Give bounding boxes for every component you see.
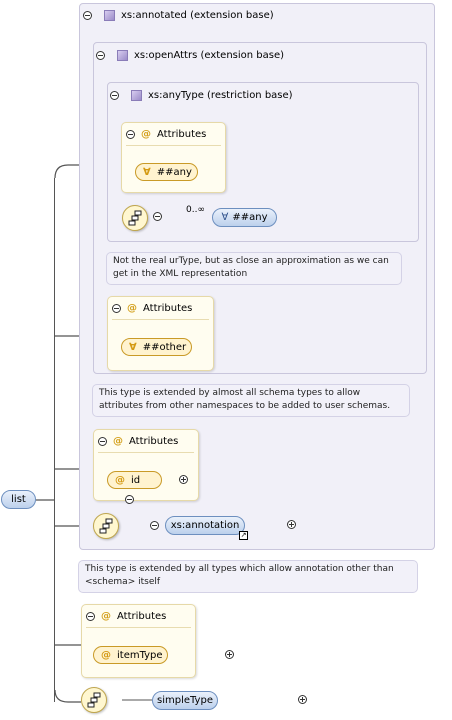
- attribute-icon: @: [101, 611, 111, 622]
- other-attribute[interactable]: ∀ ##other: [121, 338, 192, 356]
- attributes-label: Attributes: [129, 436, 179, 447]
- complex-type-icon: [104, 10, 115, 21]
- annotated-header: xs:annotated (extension base): [83, 10, 274, 21]
- annotation-element[interactable]: xs:annotation: [165, 516, 245, 535]
- itemType-attribute-icon: @: [101, 649, 111, 661]
- complex-type-icon: [117, 50, 128, 61]
- itemType-attribute[interactable]: @ itemType: [93, 646, 168, 664]
- occurrence-label: 0..∞: [186, 205, 205, 215]
- annotated-attributes-group: @ Attributes: [93, 429, 199, 501]
- collapse-icon[interactable]: [98, 437, 107, 446]
- list-attributes-group: @ Attributes: [81, 604, 196, 678]
- expand-icon[interactable]: [224, 650, 234, 659]
- any-element[interactable]: ∀ ##any: [212, 208, 277, 227]
- divider: [98, 452, 194, 453]
- anyType-attributes-group: @ Attributes: [121, 122, 226, 193]
- any-attribute[interactable]: ∀ ##any: [135, 163, 198, 181]
- any-attribute-icon: ∀: [143, 166, 151, 178]
- sequence-glyph: [87, 692, 101, 708]
- anyType-header: xs:anyType (restriction base): [110, 90, 293, 101]
- other-attribute-label: ##other: [142, 341, 187, 353]
- expand-icon[interactable]: [298, 695, 308, 704]
- expand-icon[interactable]: [286, 520, 296, 529]
- collapse-icon[interactable]: [110, 91, 119, 100]
- id-attribute[interactable]: @ id: [107, 471, 162, 489]
- expand-icon[interactable]: [179, 475, 189, 484]
- divider: [112, 319, 209, 320]
- annotated-label: xs:annotated (extension base): [121, 10, 274, 21]
- id-attribute-label: id: [131, 474, 141, 486]
- collapse-icon[interactable]: [126, 130, 135, 139]
- any-attribute-label: ##any: [156, 166, 192, 178]
- list-element[interactable]: list: [1, 490, 36, 509]
- simpleType-element[interactable]: simpleType: [152, 691, 218, 710]
- sequence-glyph: [99, 518, 113, 534]
- collapse-icon[interactable]: [153, 212, 162, 221]
- anyType-note: Not the real urType, but as close an app…: [106, 252, 402, 285]
- attribute-icon: @: [141, 129, 151, 140]
- id-attribute-icon: @: [115, 474, 125, 486]
- divider: [86, 627, 191, 628]
- anyType-label: xs:anyType (restriction base): [148, 90, 293, 101]
- connector-trunk: [54, 178, 55, 702]
- collapse-icon[interactable]: [96, 51, 105, 60]
- openAttrs-label: xs:openAttrs (extension base): [134, 50, 285, 61]
- complex-type-icon: [131, 90, 142, 101]
- openAttrs-header: xs:openAttrs (extension base): [96, 50, 284, 61]
- reference-icon: ↗: [239, 531, 248, 540]
- any-element-label: ##any: [232, 212, 268, 223]
- openAttrs-note: This type is extended by almost all sche…: [92, 384, 410, 417]
- other-attribute-icon: ∀: [129, 341, 137, 353]
- collapse-icon[interactable]: [112, 304, 121, 313]
- any-element-icon: ∀: [221, 212, 229, 223]
- attributes-label: Attributes: [157, 129, 207, 140]
- annotated-note: This type is extended by all types which…: [78, 560, 418, 593]
- collapse-icon[interactable]: [125, 495, 135, 504]
- openAttrs-attributes-group: @ Attributes: [107, 296, 214, 371]
- itemType-attribute-label: itemType: [117, 649, 163, 661]
- sequence-glyph: [128, 210, 142, 226]
- sequence-icon[interactable]: [93, 513, 119, 539]
- attributes-label: Attributes: [143, 303, 193, 314]
- collapse-icon[interactable]: [150, 521, 160, 530]
- attributes-label: Attributes: [117, 611, 167, 622]
- attribute-icon: @: [127, 303, 137, 314]
- sequence-icon[interactable]: [81, 687, 107, 713]
- collapse-icon[interactable]: [86, 612, 95, 621]
- attribute-icon: @: [113, 436, 123, 447]
- collapse-icon[interactable]: [83, 11, 92, 20]
- divider: [126, 145, 221, 146]
- sequence-icon[interactable]: [122, 205, 148, 231]
